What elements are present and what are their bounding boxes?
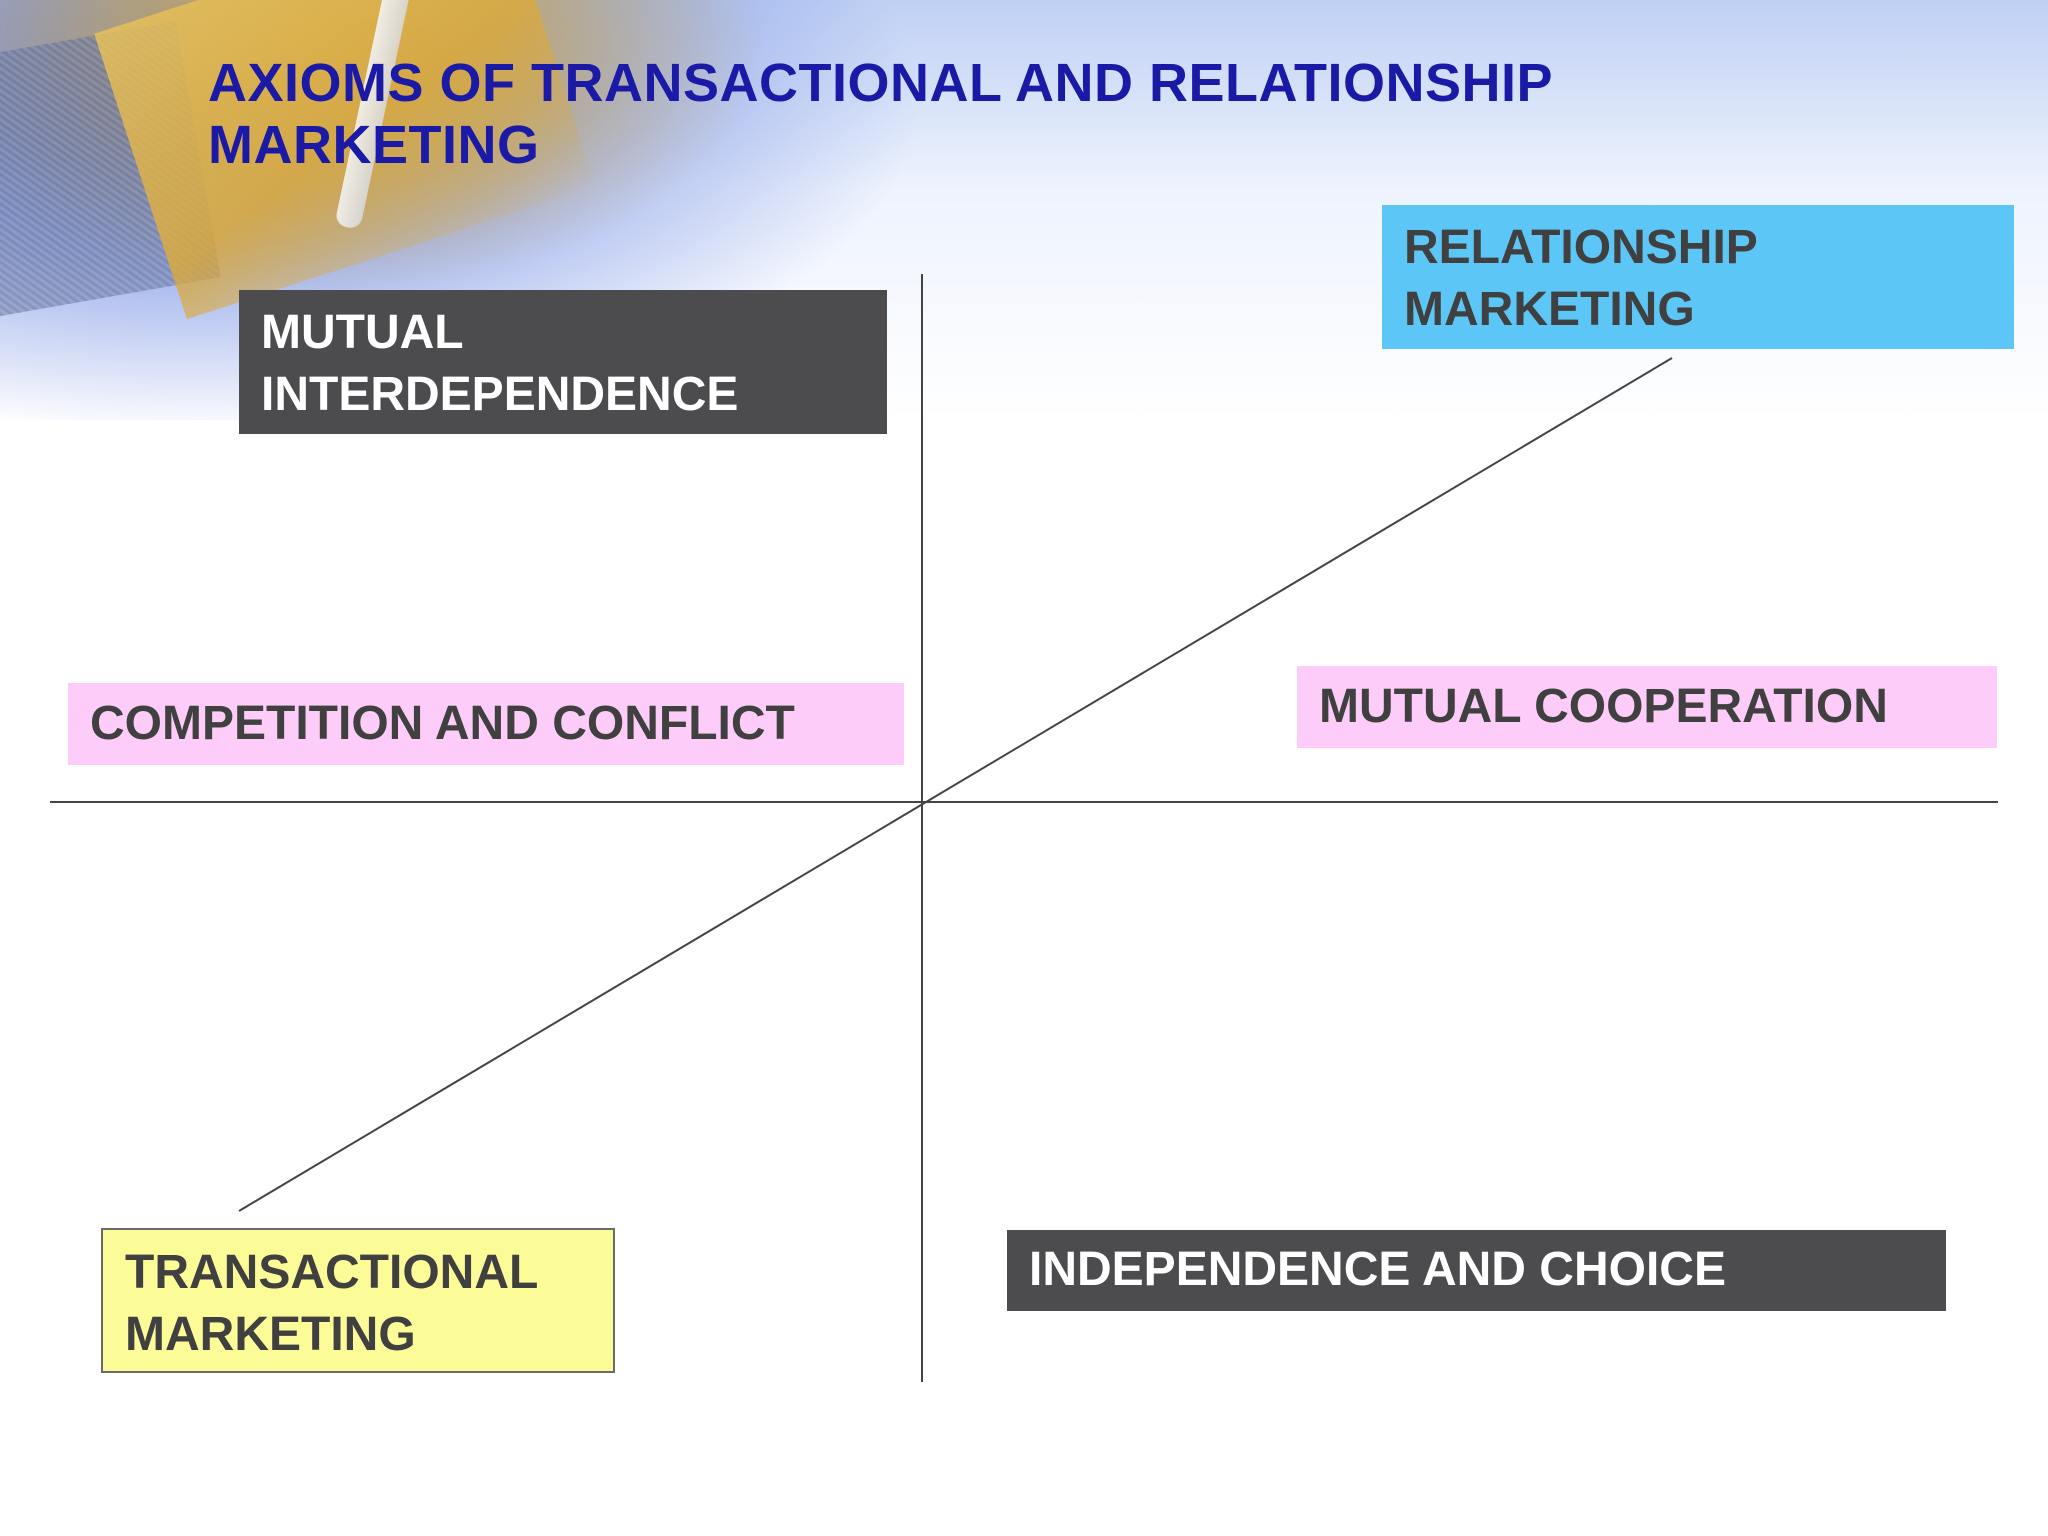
transactional-marketing-label: TRANSACTIONAL MARKETING: [125, 1246, 538, 1361]
relationship-marketing-box: RELATIONSHIP MARKETING: [1382, 205, 2014, 349]
independence-and-choice-label: INDEPENDENCE AND CHOICE: [1029, 1243, 1726, 1296]
competition-and-conflict-label: COMPETITION AND CONFLICT: [90, 697, 795, 750]
horizontal-axis: [50, 801, 1998, 803]
competition-and-conflict-box: COMPETITION AND CONFLICT: [68, 683, 904, 765]
relationship-marketing-label: RELATIONSHIP MARKETING: [1404, 221, 1757, 336]
vertical-axis: [921, 274, 923, 1382]
mutual-cooperation-label: MUTUAL COOPERATION: [1319, 680, 1888, 733]
independence-and-choice-box: INDEPENDENCE AND CHOICE: [1007, 1230, 1946, 1311]
mutual-interdependence-box: MUTUAL INTERDEPENDENCE: [239, 290, 887, 434]
transactional-marketing-box: TRANSACTIONAL MARKETING: [101, 1228, 615, 1373]
mutual-cooperation-box: MUTUAL COOPERATION: [1297, 666, 1997, 748]
mutual-interdependence-label: MUTUAL INTERDEPENDENCE: [261, 306, 739, 421]
slide-title: AXIOMS OF TRANSACTIONAL AND RELATIONSHIP…: [208, 53, 1553, 175]
diagonal-line: [238, 357, 1673, 1212]
